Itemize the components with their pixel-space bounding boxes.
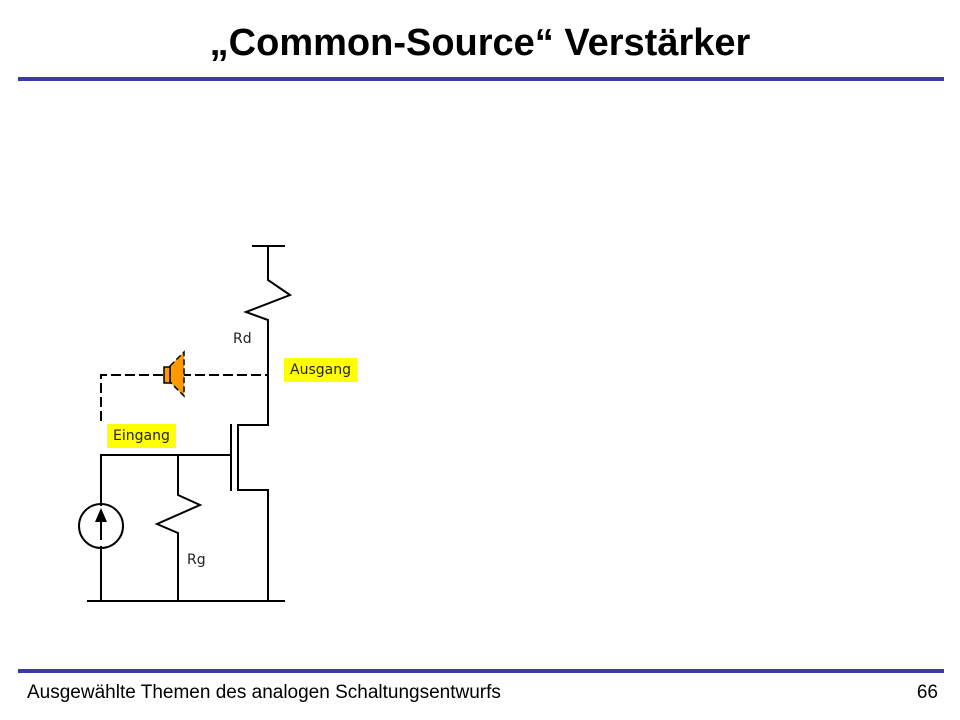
rd-label: Rd (233, 331, 252, 347)
page-number: 66 (916, 682, 938, 703)
resistor-rd (243, 245, 293, 426)
slide-title: „Common-Source“ Verstärker (209, 22, 751, 64)
footer-divider (18, 669, 944, 673)
input-tag: Eingang (107, 424, 176, 448)
current-arrow-icon (95, 508, 107, 540)
feedback-path (100, 374, 269, 421)
resistor-rg (154, 454, 203, 602)
output-tag: Ausgang (284, 358, 357, 382)
mosfet-icon (230, 424, 269, 491)
speaker-icon (163, 350, 185, 398)
title-divider (18, 77, 944, 81)
footer-course-title: Ausgewählte Themen des analogen Schaltun… (27, 682, 501, 703)
rg-label: Rg (187, 552, 206, 568)
